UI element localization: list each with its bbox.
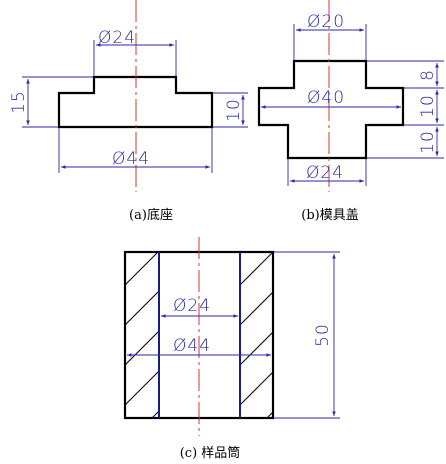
caption-b: (b)模具盖: [301, 208, 358, 223]
base-bottom-dia-label: Ø44: [112, 149, 150, 169]
base-outline: [57, 75, 214, 129]
cover-top-dia-label: Ø20: [307, 12, 345, 32]
figure-a-base: Ø24 Ø44 15 10: [9, 0, 248, 192]
left-wall-hatch: [125, 252, 159, 418]
cylinder-inner-dia-label: Ø24: [173, 296, 211, 316]
right-wall-hatch: [240, 252, 273, 418]
cylinder-height-label: 50: [313, 323, 333, 347]
cover-mid-dia-label: Ø40: [307, 88, 345, 108]
base-top-dia-label: Ø24: [98, 28, 136, 48]
cover-h-mid-label: 10: [418, 94, 438, 118]
figure-c-sample-cylinder: Ø24 Ø44 50: [123, 237, 340, 436]
cylinder-outer-dia-label: Ø44: [173, 336, 211, 356]
cover-outline: [257, 59, 405, 160]
cover-bottom-dia-label: Ø24: [306, 163, 344, 183]
base-height-label: 15: [9, 90, 29, 114]
cover-h-bottom-label: 10: [418, 130, 438, 154]
base-flange-height-label: 10: [224, 98, 244, 122]
figure-b-mold-cover: Ø20 Ø40 Ø24 8 10 10: [257, 0, 444, 192]
caption-c: (c) 样品筒: [180, 445, 241, 461]
cover-h-top-label: 8: [418, 69, 438, 81]
caption-a: (a)底座: [129, 207, 173, 223]
